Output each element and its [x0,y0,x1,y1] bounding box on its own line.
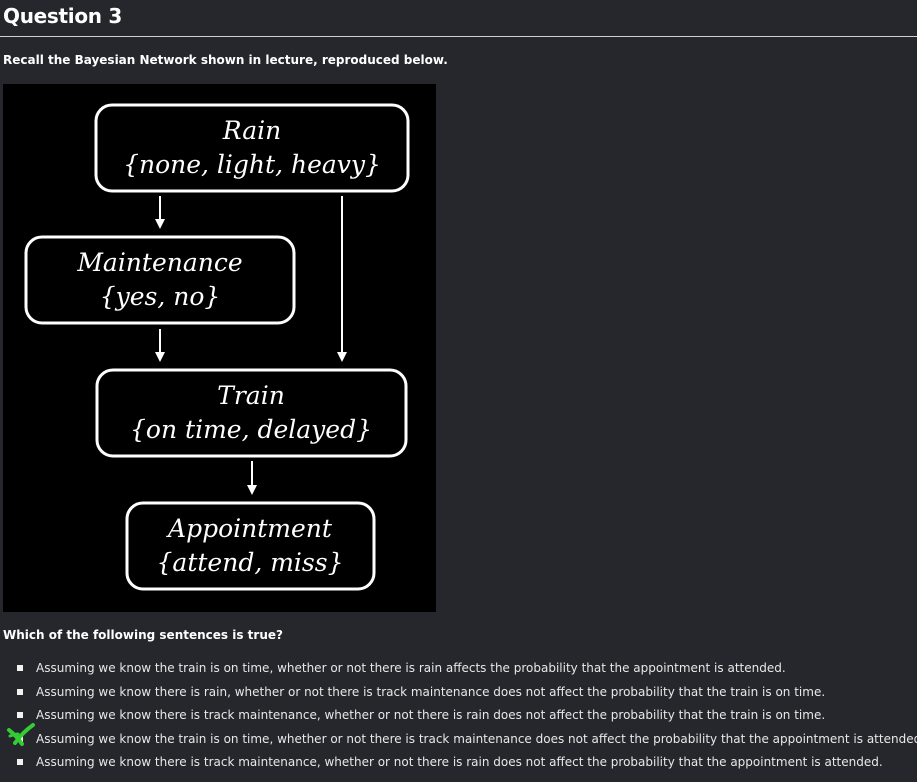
answer-option-text: Assuming we know there is track maintena… [36,755,883,769]
square-bullet-icon [17,759,23,765]
node-rain: Rain {none, light, heavy} [94,103,410,193]
question-intro: Recall the Bayesian Network shown in lec… [3,53,448,67]
square-bullet-icon [17,688,23,695]
node-maintenance-values: {yes, no} [100,282,221,311]
node-appointment: Appointment {attend, miss} [125,501,376,591]
answer-option[interactable]: Assuming we know there is track maintena… [16,707,917,731]
answer-option[interactable]: Assuming we know there is track maintena… [16,754,917,778]
answer-option-text: Assuming we know the train is on time, w… [36,661,786,675]
answer-option-text: Assuming we know there is rain, whether … [36,684,826,699]
question-title: Question 3 [3,4,122,28]
answer-options-list: Assuming we know the train is on time, w… [16,660,917,778]
node-appointment-values: {attend, miss} [157,548,344,577]
square-bullet-icon [17,665,23,671]
check-mark-icon [7,723,35,746]
node-train: Train {on time, delayed} [95,368,408,458]
node-rain-name: Rain [222,116,281,145]
node-maintenance-name: Maintenance [76,248,242,277]
answer-option[interactable]: Assuming we know there is rain, whether … [16,684,917,708]
title-divider [0,36,917,37]
node-rain-values: {none, light, heavy} [123,150,381,179]
bayesian-network-diagram: Rain {none, light, heavy} Maintenance {y… [3,84,436,612]
square-bullet-icon [17,712,23,718]
node-maintenance: Maintenance {yes, no} [24,235,296,325]
node-train-values: {on time, delayed} [130,415,372,444]
node-train-name: Train [217,381,285,410]
answer-option[interactable]: Assuming we know the train is on time, w… [16,660,917,684]
answer-option-text: Assuming we know there is track maintena… [36,708,826,722]
question-prompt: Which of the following sentences is true… [3,628,283,642]
answer-option-selected[interactable]: Assuming we know the train is on time, w… [16,731,917,755]
node-appointment-name: Appointment [166,514,333,543]
answer-option-text: Assuming we know the train is on time, w… [36,731,917,746]
